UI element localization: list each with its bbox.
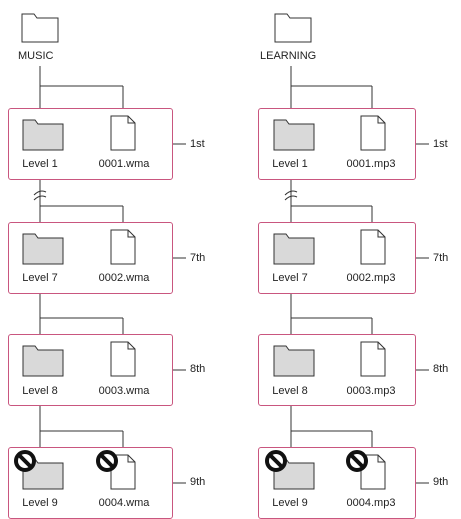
omission-mark-icon [33,190,47,201]
level-folder-label: Level 8 [22,385,58,397]
prohibited-icon [96,450,118,472]
order-label: 8th [433,363,449,375]
folder-icon [22,233,64,265]
file-icon [360,229,386,265]
folder-icon [273,233,315,265]
level-folder-label: Level 9 [22,497,58,509]
order-label: 9th [190,476,206,488]
level-file-label: 0003.mp3 [346,385,396,397]
level-box [8,222,173,294]
file-icon [110,341,136,377]
level-box [8,108,173,180]
root-folder-label: LEARNING [260,50,317,62]
level-file-label: 0002.wma [98,272,150,284]
prohibited-icon [346,450,368,472]
level-file-label: 0002.mp3 [346,272,396,284]
level-folder-label: Level 8 [272,385,308,397]
folder-icon [273,119,315,151]
order-label: 7th [433,252,449,264]
file-icon [110,229,136,265]
prohibited-icon [265,450,287,472]
level-file-label: 0004.mp3 [346,497,396,509]
level-file-label: 0004.wma [98,497,150,509]
level-folder-label: Level 1 [272,158,308,170]
level-folder-label: Level 9 [272,497,308,509]
level-box [258,222,416,294]
level-file-label: 0003.wma [98,385,150,397]
level-file-label: 0001.mp3 [346,158,396,170]
order-label: 8th [190,363,206,375]
prohibited-icon [14,450,36,472]
file-icon [360,115,386,151]
level-box [258,334,416,406]
level-folder-label: Level 7 [272,272,308,284]
level-box [258,108,416,180]
level-folder-label: Level 7 [22,272,58,284]
order-label: 7th [190,252,206,264]
folder-icon [22,345,64,377]
root-folder-label: MUSIC [18,50,54,62]
omission-mark-icon [284,190,298,201]
order-label: 9th [433,476,449,488]
order-label: 1st [190,138,205,150]
level-file-label: 0001.wma [98,158,150,170]
folder-icon [21,13,59,43]
level-box [8,334,173,406]
level-folder-label: Level 1 [22,158,58,170]
folder-icon [274,13,312,43]
folder-icon [273,345,315,377]
file-icon [110,115,136,151]
order-label: 1st [433,138,448,150]
file-icon [360,341,386,377]
folder-icon [22,119,64,151]
